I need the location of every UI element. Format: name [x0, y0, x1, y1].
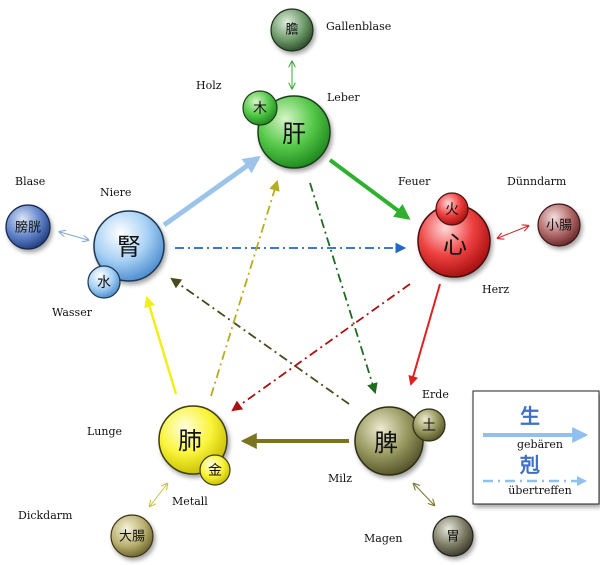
overcome-arrow-wood-earth [309, 182, 378, 395]
overcome-arrow-earth-water [170, 277, 350, 405]
legend-generate-char: 生 [520, 404, 540, 428]
kidney-char: 腎 [117, 233, 141, 261]
pair-arrow-heart-small-intestine [498, 226, 528, 238]
node-large-intestine: 大腸 [110, 514, 154, 558]
lung-label: Lunge [87, 425, 122, 438]
node-wood-element: 木 [242, 90, 278, 126]
generate-arrow-fire-earth [408, 283, 441, 386]
node-fire-element: 火 [435, 192, 469, 226]
legend-generate-label: gebären [517, 438, 563, 451]
metal-label: Metall [172, 495, 208, 508]
bladder-char: 膀胱 [15, 220, 41, 236]
node-kidney: 腎 [93, 210, 165, 282]
liver-char: 肝 [282, 120, 306, 148]
gallbladder-label: Gallenblase [326, 20, 391, 33]
overcome-arrow-fire-metal [231, 283, 411, 412]
node-earth-element: 土 [412, 408, 446, 442]
water-char: 水 [97, 275, 111, 291]
large-intestine-char: 大腸 [119, 530, 145, 545]
small-intestine-label: Dünndarm [507, 175, 567, 188]
bladder-label: Blase [15, 175, 45, 188]
earth-label: Erde [422, 388, 449, 401]
lung-char: 肺 [178, 427, 202, 455]
node-spleen: 脾 [354, 406, 424, 476]
node-stomach: 胃 [432, 515, 474, 557]
metal-char: 金 [208, 463, 222, 479]
legend-overcome-char: 剋 [519, 453, 540, 477]
generate-arrow-water-wood [162, 155, 261, 228]
generate-arrow-wood-fire [328, 158, 411, 220]
heart-label: Herz [482, 283, 509, 296]
stomach-label: Magen [364, 532, 402, 545]
node-bladder: 膀胱 [5, 204, 51, 250]
liver-label: Leber [327, 91, 360, 104]
kidney-label: Niere [100, 186, 131, 199]
generate-arrow-metal-water [144, 295, 178, 395]
pair-arrow-lung-large-intestine [150, 484, 167, 506]
node-heart: 心 [417, 204, 491, 278]
node-metal-element: 金 [199, 454, 231, 486]
stomach-char: 胃 [446, 530, 459, 545]
spleen-char: 脾 [374, 429, 398, 457]
legend: 生 gebären 剋 übertreffen [472, 390, 600, 505]
water-label: Wasser [52, 306, 93, 319]
gallbladder-char: 膽 [285, 23, 298, 38]
small-intestine-char: 小腸 [546, 219, 572, 234]
fire-label: Feuer [398, 175, 431, 188]
fire-char: 火 [445, 202, 459, 218]
wood-char: 木 [253, 101, 267, 117]
pair-arrow-kidney-bladder [60, 232, 88, 240]
node-water-element: 水 [87, 265, 121, 299]
node-small-intestine: 小腸 [537, 203, 581, 247]
spleen-label: Milz [328, 472, 352, 485]
legend-overcome-label: übertreffen [508, 484, 572, 497]
wood-label: Holz [196, 79, 222, 92]
node-gallbladder: 膽 [270, 8, 314, 52]
pair-arrow-spleen-stomach [414, 484, 434, 505]
overcome-arrow-metal-wood [210, 179, 280, 397]
heart-char: 心 [443, 231, 467, 259]
large-intestine-label: Dickdarm [18, 509, 73, 522]
earth-char: 土 [422, 418, 436, 434]
